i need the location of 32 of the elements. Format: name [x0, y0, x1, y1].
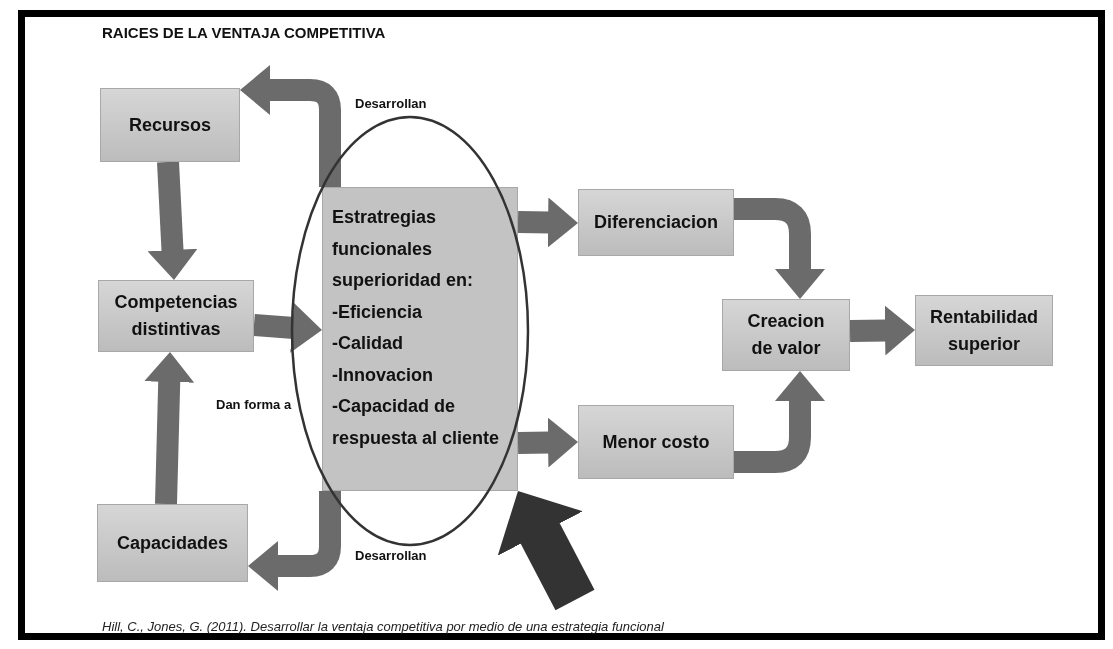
box-label: Rentabilidad superior	[930, 305, 1038, 356]
box-label: Recursos	[128, 113, 211, 137]
large-block-arrow	[497, 491, 595, 611]
list-item: -Calidad	[332, 332, 403, 355]
list-item: -Eficiencia	[332, 300, 423, 324]
edge-label: Desarrollan	[353, 96, 429, 111]
block-arrow	[144, 352, 195, 505]
process-box	[578, 189, 734, 256]
box-label: Capacidades	[116, 531, 229, 555]
block-arrow	[517, 197, 578, 248]
process-box	[322, 187, 518, 491]
box-label: Competencias distintivas	[114, 291, 238, 341]
box-heading: Estratregias funcionales superioridad en:	[332, 206, 475, 292]
process-box	[100, 88, 240, 162]
process-box	[722, 299, 850, 371]
process-box	[98, 280, 254, 352]
process-box	[97, 504, 248, 582]
annotation-text: Dan forma a	[216, 397, 292, 412]
diagram-title: RAICES DE LA VENTAJA COMPETITIVA	[102, 24, 386, 41]
box-label: Creacion de valor	[746, 310, 826, 360]
source-caption: Hill, C., Jones, G. (2011). Desarrollar la ventaja competitiva por medio de una estrategia funcional	[102, 619, 664, 634]
list-item: -Innovacion	[332, 363, 433, 387]
block-arrow	[147, 161, 198, 280]
process-box	[578, 405, 734, 479]
block-arrow	[240, 65, 341, 187]
block-arrow	[849, 305, 915, 356]
edge-label: Desarrollan	[353, 548, 429, 563]
box-label: Menor costo	[602, 430, 710, 454]
list-item: -Capacidad de respuesta al cliente	[332, 395, 501, 450]
process-box	[915, 295, 1053, 366]
block-arrow	[517, 417, 578, 468]
box-label: Diferenciacion	[594, 211, 719, 234]
